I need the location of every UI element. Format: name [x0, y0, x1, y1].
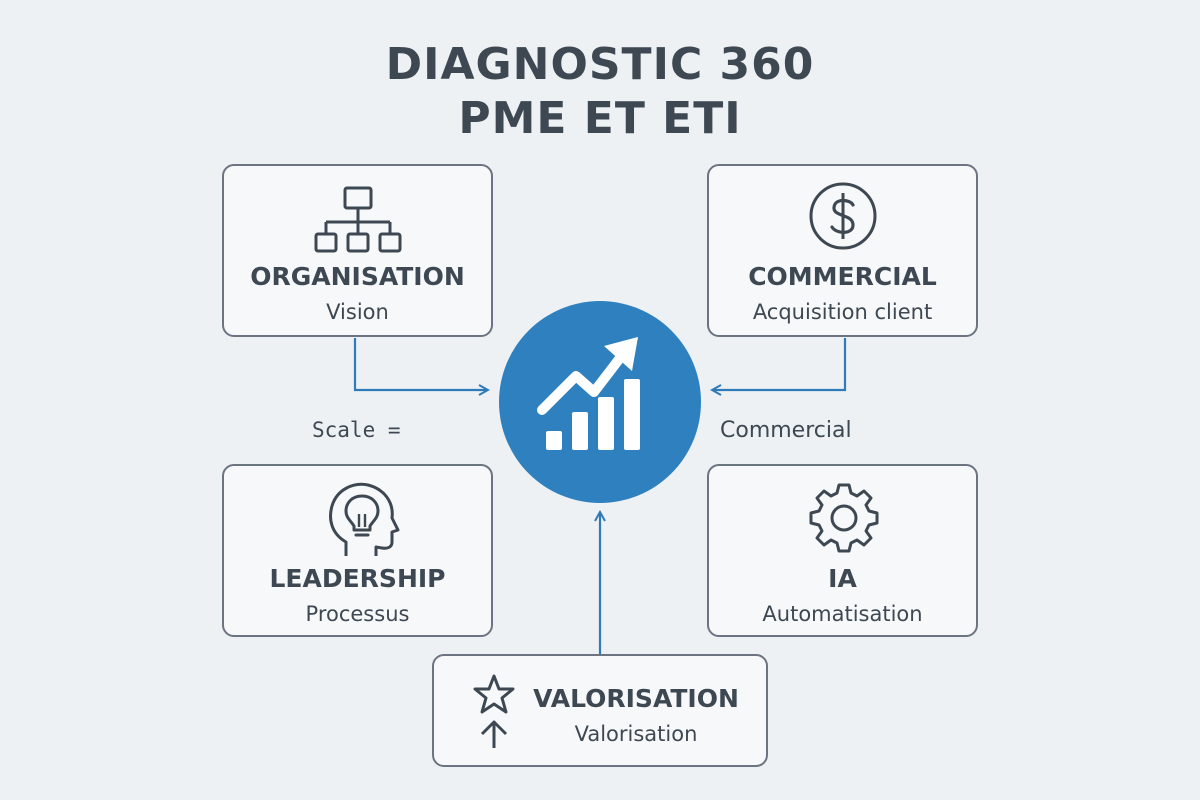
- card-commercial-subtitle: Acquisition client: [752, 300, 933, 324]
- card-valorisation-title: VALORISATION: [533, 684, 739, 713]
- growth-chart-icon: [499, 301, 701, 503]
- commercial-label: Commercial: [720, 418, 852, 443]
- card-organisation: ORGANISATION Vision: [222, 164, 493, 337]
- card-leadership-title: LEADERSHIP: [269, 564, 446, 593]
- connector-commercial: [713, 338, 847, 390]
- card-leadership-subtitle: Processus: [305, 602, 410, 626]
- dollar-circle-icon: [809, 182, 877, 250]
- card-commercial-title: COMMERCIAL: [748, 262, 937, 291]
- diagram-title-line-1: DIAGNOSTIC 360: [385, 39, 815, 90]
- org-chart-icon: [314, 186, 402, 253]
- card-organisation-title: ORGANISATION: [250, 262, 465, 291]
- diagram-title-line-2: PME ET ETI: [458, 93, 742, 144]
- card-leadership: LEADERSHIP Processus: [222, 464, 493, 637]
- scale-label: Scale =: [312, 418, 401, 442]
- gear-icon: [809, 483, 879, 553]
- star-arrow-up-icon: [473, 674, 515, 748]
- card-ia-subtitle: Automatisation: [762, 602, 923, 626]
- card-valorisation-subtitle: Valorisation: [574, 722, 698, 746]
- card-ia-title: IA: [828, 564, 857, 593]
- card-ia: IA Automatisation: [707, 464, 978, 637]
- card-commercial: COMMERCIAL Acquisition client: [707, 164, 978, 337]
- card-organisation-subtitle: Vision: [326, 300, 389, 324]
- card-valorisation: VALORISATION Valorisation: [432, 654, 768, 767]
- connector-organisation: [353, 338, 487, 390]
- head-lightbulb-icon: [329, 482, 400, 556]
